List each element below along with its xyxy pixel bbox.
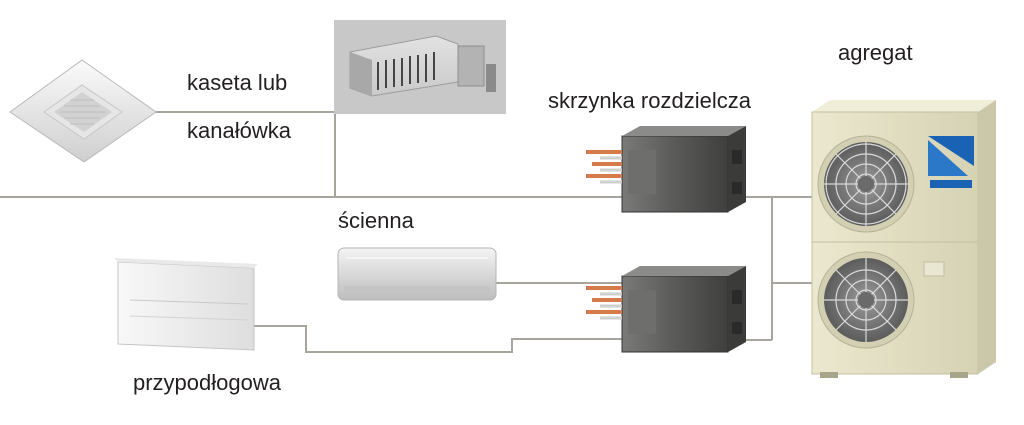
label-cassette: kaseta lub: [187, 70, 288, 95]
floor-unit-icon: [114, 258, 258, 351]
branch-box-1: [586, 126, 746, 213]
branch-box-2: [586, 266, 746, 353]
outdoor-fan-2: [817, 251, 915, 349]
label-wall: ścienna: [338, 208, 414, 233]
outdoor-unit-icon: [811, 100, 996, 378]
wall-unit-icon: [337, 247, 497, 301]
ducted-unit-icon: [334, 20, 506, 114]
label-branch-box: skrzynka rozdzielcza: [548, 88, 751, 113]
label-outdoor: agregat: [838, 40, 913, 65]
brand-logo-icon: [928, 136, 974, 188]
label-ducted: kanałówka: [187, 118, 291, 143]
label-floor: przypodłogowa: [133, 370, 281, 395]
cassette-unit-icon: [9, 59, 157, 163]
piping: [0, 111, 812, 353]
branch-box-icon: [586, 126, 746, 353]
pipe-floor-to-box: [253, 325, 622, 353]
outdoor-fan-1: [817, 135, 915, 233]
